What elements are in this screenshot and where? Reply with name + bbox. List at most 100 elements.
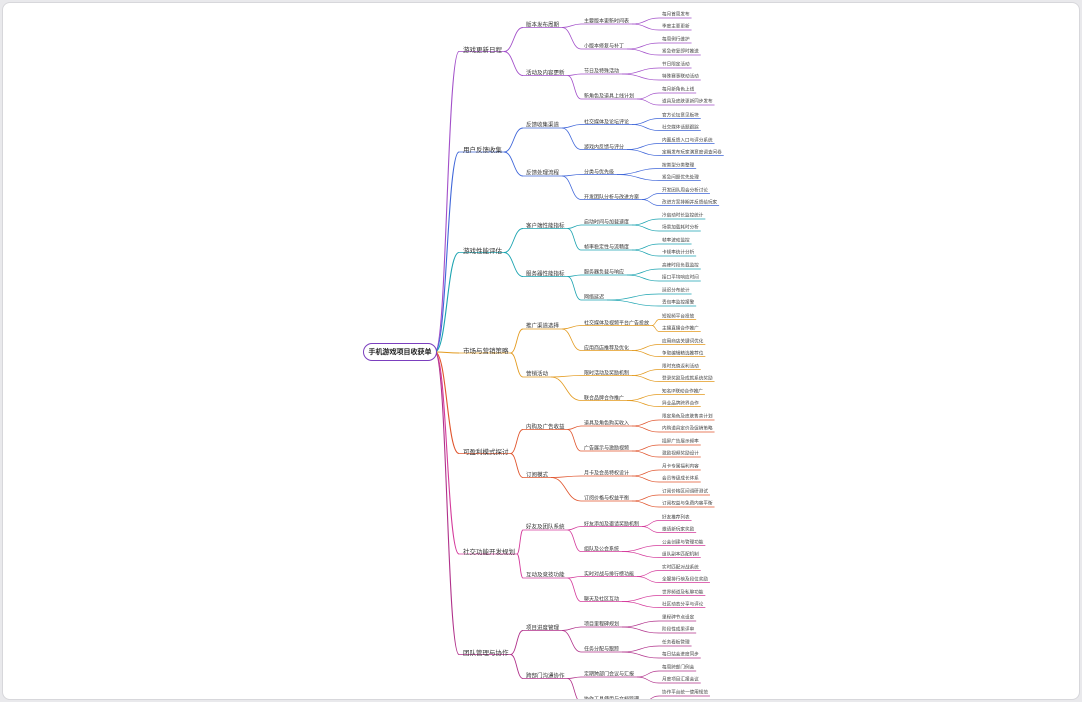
- leaf-topic[interactable]: 限定角色及皮肤售卖计划: [662, 414, 713, 420]
- leaf-topic[interactable]: 场景加载耗时分析: [662, 225, 699, 231]
- leaf-topic[interactable]: 冷启动时长监控统计: [662, 213, 704, 219]
- subtopic[interactable]: 互动及竞技功能: [526, 572, 565, 579]
- subtopic[interactable]: 反馈收集渠道: [526, 122, 560, 129]
- subtopic[interactable]: 跨部门沟通协作: [526, 672, 565, 679]
- leaf-topic[interactable]: 定期发布玩家满意度调查问卷: [662, 150, 722, 156]
- leaf-topic[interactable]: 内置反馈入口与评分系统: [662, 138, 713, 144]
- detail-topic[interactable]: 定期跨部门会议与汇报: [584, 671, 635, 678]
- branch-topic[interactable]: 市场与营销策略: [463, 346, 509, 355]
- leaf-topic[interactable]: 组队副本匹配机制: [662, 552, 699, 558]
- subtopic[interactable]: 版本发布周期: [526, 21, 560, 28]
- branch-topic[interactable]: 社交功能开发规划: [463, 547, 515, 556]
- branch-topic[interactable]: 可盈利模式探讨: [463, 447, 509, 456]
- leaf-topic[interactable]: 异业品牌跨界合作: [662, 401, 699, 407]
- detail-topic[interactable]: 月卡及会员特权设计: [584, 470, 630, 477]
- subtopic[interactable]: 客户端性能指标: [526, 222, 565, 229]
- leaf-topic[interactable]: 阶段性成果评审: [662, 627, 695, 633]
- detail-topic[interactable]: 任务分配与跟踪: [584, 646, 620, 653]
- leaf-topic[interactable]: 里程碑节点设定: [662, 615, 695, 621]
- leaf-topic[interactable]: 按类型分类整理: [662, 163, 695, 169]
- leaf-topic[interactable]: 每周例行维护: [662, 37, 690, 43]
- leaf-topic[interactable]: 内购道具定价及促销策略: [662, 426, 713, 432]
- leaf-topic[interactable]: 订阅价格区间调研测试: [662, 489, 708, 495]
- leaf-topic[interactable]: 每周跨部门例会: [662, 665, 695, 671]
- leaf-topic[interactable]: 登录奖励及成就系统奖励: [662, 376, 713, 382]
- detail-topic[interactable]: 开发团队分析与改进方案: [584, 194, 640, 200]
- subtopic[interactable]: 订阅模式: [526, 471, 549, 478]
- leaf-topic[interactable]: 争取编辑精选推荐位: [662, 351, 704, 357]
- leaf-topic[interactable]: 官方论坛意见板块: [662, 113, 699, 119]
- leaf-topic[interactable]: 延迟分布统计: [662, 288, 690, 294]
- leaf-topic[interactable]: 社交媒体话题跟踪: [662, 125, 699, 131]
- detail-topic[interactable]: 节日及特殊活动: [584, 68, 620, 75]
- detail-topic[interactable]: 订阅价格与权益平衡: [584, 495, 630, 502]
- subtopic[interactable]: 内购及广告收益: [526, 423, 565, 430]
- detail-topic[interactable]: 主要版本更新时间表: [584, 18, 630, 25]
- detail-topic[interactable]: 好友添加及邀请奖励机制: [584, 521, 640, 527]
- subtopic[interactable]: 好友及团队系统: [526, 524, 565, 531]
- detail-topic[interactable]: 道具及角色购买收入: [584, 420, 630, 427]
- branch-topic[interactable]: 团队管理与协作: [463, 648, 509, 657]
- leaf-topic[interactable]: 月度项目汇报会议: [662, 677, 699, 683]
- subtopic[interactable]: 反馈处理流程: [526, 170, 560, 177]
- detail-topic[interactable]: 帧率稳定性与流畅度: [584, 244, 630, 251]
- leaf-topic[interactable]: 每日站会进度同步: [662, 652, 699, 658]
- leaf-topic[interactable]: 插屏广告展示频率: [662, 439, 699, 445]
- leaf-topic[interactable]: 激励视频奖励设计: [662, 451, 699, 457]
- leaf-topic[interactable]: 节日限定活动: [662, 62, 690, 68]
- leaf-topic[interactable]: 邀请新玩家奖励: [662, 527, 695, 533]
- leaf-topic[interactable]: 社区动态分享与评论: [662, 602, 704, 608]
- leaf-topic[interactable]: 应用商店关键词优化: [662, 339, 704, 345]
- leaf-topic[interactable]: 会员等级成长体系: [662, 476, 699, 482]
- branch-topic[interactable]: 游戏性能评估: [463, 246, 502, 255]
- leaf-topic[interactable]: 世界频道及私聊功能: [662, 590, 704, 596]
- leaf-topic[interactable]: 好友推荐列表: [662, 515, 690, 521]
- leaf-topic[interactable]: 每月新角色上线: [662, 87, 695, 93]
- leaf-topic[interactable]: 接口平均响应时间: [662, 275, 699, 281]
- detail-topic[interactable]: 社交媒体及视频平台广告投放: [584, 320, 650, 326]
- leaf-topic[interactable]: 短视频平台投放: [662, 314, 695, 320]
- subtopic[interactable]: 活动及内容更新: [526, 69, 565, 76]
- detail-topic[interactable]: 分类与优先级: [584, 169, 615, 175]
- detail-topic[interactable]: 游戏内反馈与评分: [584, 144, 625, 150]
- detail-topic[interactable]: 应用商店推荐及优化: [584, 345, 630, 351]
- leaf-topic[interactable]: 丢包率监控报警: [662, 300, 695, 306]
- leaf-topic[interactable]: 每月首周发布: [662, 12, 690, 18]
- leaf-topic[interactable]: 实时匹配对战系统: [662, 565, 699, 571]
- leaf-topic[interactable]: 高峰时段负载监控: [662, 263, 699, 269]
- branch-topic[interactable]: 游戏更新日程: [463, 45, 502, 54]
- leaf-topic[interactable]: 特殊赛事联动活动: [662, 74, 699, 80]
- detail-topic[interactable]: 组队及公会系统: [584, 546, 620, 552]
- subtopic[interactable]: 项目进度管理: [526, 624, 560, 631]
- leaf-topic[interactable]: 知名IP联动合作推广: [662, 389, 703, 395]
- branch-topic[interactable]: 用户反馈收集: [463, 145, 502, 154]
- leaf-topic[interactable]: 开发团队周会分析讨论: [662, 188, 708, 194]
- detail-topic[interactable]: 协作工具使用与文档管理: [584, 696, 640, 700]
- leaf-topic[interactable]: 任务看板管理: [662, 640, 690, 646]
- leaf-topic[interactable]: 订阅权益与免费内容平衡: [662, 501, 713, 507]
- leaf-topic[interactable]: 改进方案排期并反馈给玩家: [662, 200, 718, 206]
- leaf-topic[interactable]: 主播直播合作推广: [662, 326, 699, 332]
- subtopic[interactable]: 营销活动: [526, 371, 549, 378]
- leaf-topic[interactable]: 帧率波动监控: [662, 238, 690, 244]
- leaf-topic[interactable]: 协作平台统一使用规范: [662, 690, 708, 696]
- detail-topic[interactable]: 聊天及社区互动: [584, 596, 620, 602]
- detail-topic[interactable]: 实时对战与排行榜功能: [584, 571, 635, 577]
- leaf-topic[interactable]: 道具及皮肤更新同步发布: [662, 99, 713, 105]
- leaf-topic[interactable]: 公会创建与管理功能: [662, 540, 704, 546]
- root-topic[interactable]: 手机游戏项目收获单: [363, 343, 437, 361]
- detail-topic[interactable]: 启动时间与加载速度: [584, 219, 630, 226]
- leaf-topic[interactable]: 月卡专属福利内容: [662, 464, 699, 470]
- detail-topic[interactable]: 广告展示与激励视频: [584, 445, 630, 452]
- detail-topic[interactable]: 小版本修复与补丁: [584, 43, 625, 50]
- detail-topic[interactable]: 网络延迟: [584, 294, 605, 301]
- detail-topic[interactable]: 限时活动及奖励机制: [584, 370, 630, 376]
- subtopic[interactable]: 推广渠道选择: [526, 323, 560, 330]
- leaf-topic[interactable]: 全服排行榜及段位奖励: [662, 577, 708, 583]
- detail-topic[interactable]: 服务器负载与响应: [584, 269, 625, 276]
- leaf-topic[interactable]: 卡顿率统计分析: [662, 250, 695, 256]
- detail-topic[interactable]: 项目里程碑规划: [584, 621, 620, 628]
- leaf-topic[interactable]: 紧急问题优先处理: [662, 175, 699, 181]
- detail-topic[interactable]: 社交媒体及论坛评论: [584, 119, 630, 125]
- detail-topic[interactable]: 联合品牌合作推广: [584, 395, 625, 401]
